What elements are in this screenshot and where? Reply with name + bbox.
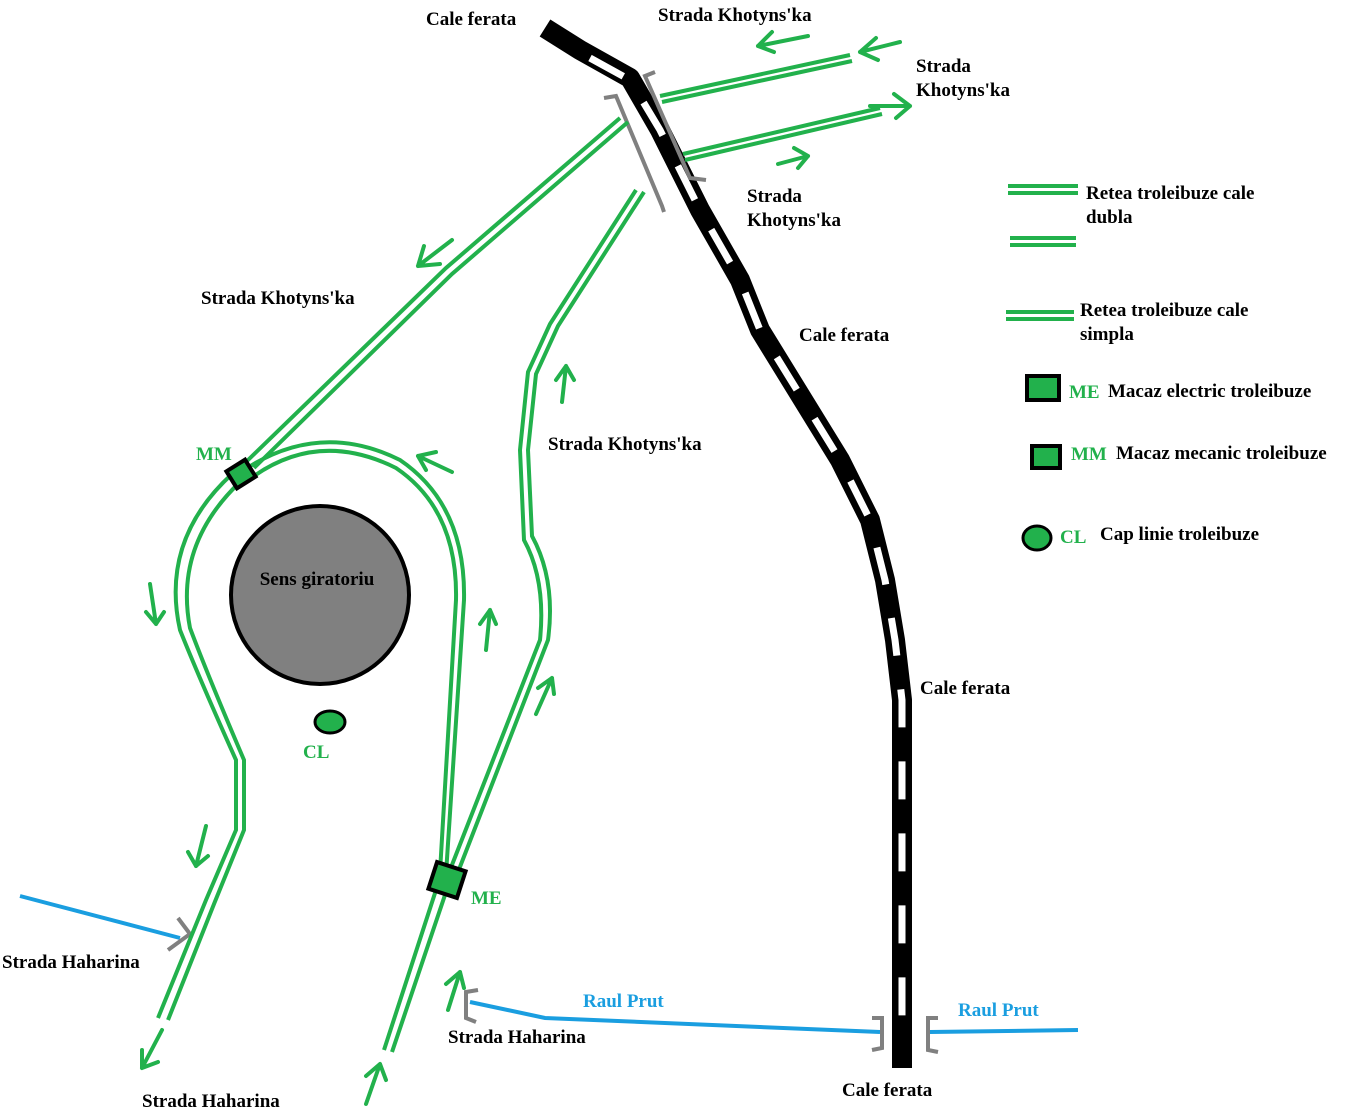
haharina-label-bottom: Strada Haharina (142, 1091, 280, 1112)
rail-label-mid: Cale ferata (799, 325, 890, 346)
railway-line (539, 19, 912, 1068)
legend-single-text-1: Retea troleibuze cale (1080, 300, 1248, 321)
khotynska-label-top: Strada Khotyns'ka (658, 5, 812, 26)
haharina-label-left: Strada Haharina (2, 952, 140, 973)
arrow-left-icon (858, 36, 902, 62)
legend-me: ME Macaz electric troleibuze (1025, 374, 1311, 403)
switch-me: ME (425, 859, 502, 909)
roundabout: Sens giratoriu (229, 504, 411, 686)
legend-me-code: ME (1069, 382, 1100, 403)
arrow-up-icon (554, 364, 576, 404)
arrow-right-icon (776, 146, 810, 170)
rail-label-top: Cale ferata (426, 9, 517, 30)
khotynska-label-mid-2: Khotyns'ka (747, 210, 841, 231)
bridge-brackets (166, 70, 939, 1054)
arrow-up-icon (478, 608, 498, 652)
haharina-label-mid: Strada Haharina (448, 1027, 586, 1048)
khotynska-label-center: Strada Khotyns'ka (548, 434, 702, 455)
cl-label: CL (303, 742, 329, 763)
rail-label-bottom: Cale ferata (842, 1080, 933, 1101)
legend-mm-code: MM (1071, 444, 1107, 465)
khotynska-label-left: Strada Khotyns'ka (201, 288, 355, 309)
legend-single-text-2: simpla (1080, 324, 1134, 345)
arrow-down-left-icon (140, 1028, 164, 1070)
line-khotynska-center (448, 188, 646, 873)
mm-label: MM (196, 444, 232, 465)
rail-label-lower: Cale ferata (920, 678, 1011, 699)
prut-label-left: Raul Prut (583, 991, 664, 1012)
roundabout-label: Sens giratoriu (260, 569, 375, 590)
arrow-up-right-icon (534, 676, 556, 716)
trolleybus-network (156, 53, 883, 1053)
legend-me-text: Macaz electric troleibuze (1108, 381, 1311, 402)
legend-double-text-1: Retea troleibuze cale (1086, 183, 1254, 204)
line-khotynska-lower (682, 106, 883, 162)
terminus-cl: CL (303, 709, 347, 763)
arrow-up-icon (364, 1062, 388, 1106)
legend-double-text-2: dubla (1086, 207, 1133, 228)
legend-cl-code: CL (1060, 527, 1086, 548)
direction-arrows (140, 30, 912, 1106)
prut-label-right: Raul Prut (958, 1000, 1039, 1021)
legend-cl: CL Cap linie troleibuze (1021, 524, 1259, 552)
khotynska-label-mid-1: Strada (747, 186, 802, 207)
legend-double-line: Retea troleibuze cale dubla (1008, 183, 1254, 247)
legend-cl-text: Cap linie troleibuze (1100, 524, 1259, 545)
arrow-down-left-icon (416, 238, 454, 268)
khotynska-label-right-1: Strada (916, 56, 971, 77)
arrow-right-icon (868, 92, 912, 120)
legend-mm: MM Macaz mecanic troleibuze (1030, 443, 1327, 470)
line-khotynska-upper (659, 53, 853, 104)
legend-single-line: Retea troleibuze cale simpla (1006, 300, 1248, 345)
arrow-down-icon (144, 582, 166, 626)
switch-mm: MM (196, 444, 259, 492)
arrow-left-icon (756, 30, 810, 54)
arrow-up-icon (444, 970, 466, 1012)
legend-mm-text: Macaz mecanic troleibuze (1116, 443, 1327, 464)
khotynska-label-right-2: Khotyns'ka (916, 80, 1010, 101)
me-label: ME (471, 888, 502, 909)
map-labels: Cale ferata Strada Khotyns'ka Strada Kho… (2, 5, 1039, 1112)
line-khotynska-left (244, 116, 630, 470)
line-haharina-bottom (382, 889, 448, 1053)
arrow-left-icon (416, 450, 454, 474)
line-roundabout-loop (156, 440, 467, 1021)
river-prut (19, 894, 1079, 1034)
arrow-down-icon (186, 824, 210, 868)
legend: Retea troleibuze cale dubla Retea trolei… (1006, 183, 1327, 552)
